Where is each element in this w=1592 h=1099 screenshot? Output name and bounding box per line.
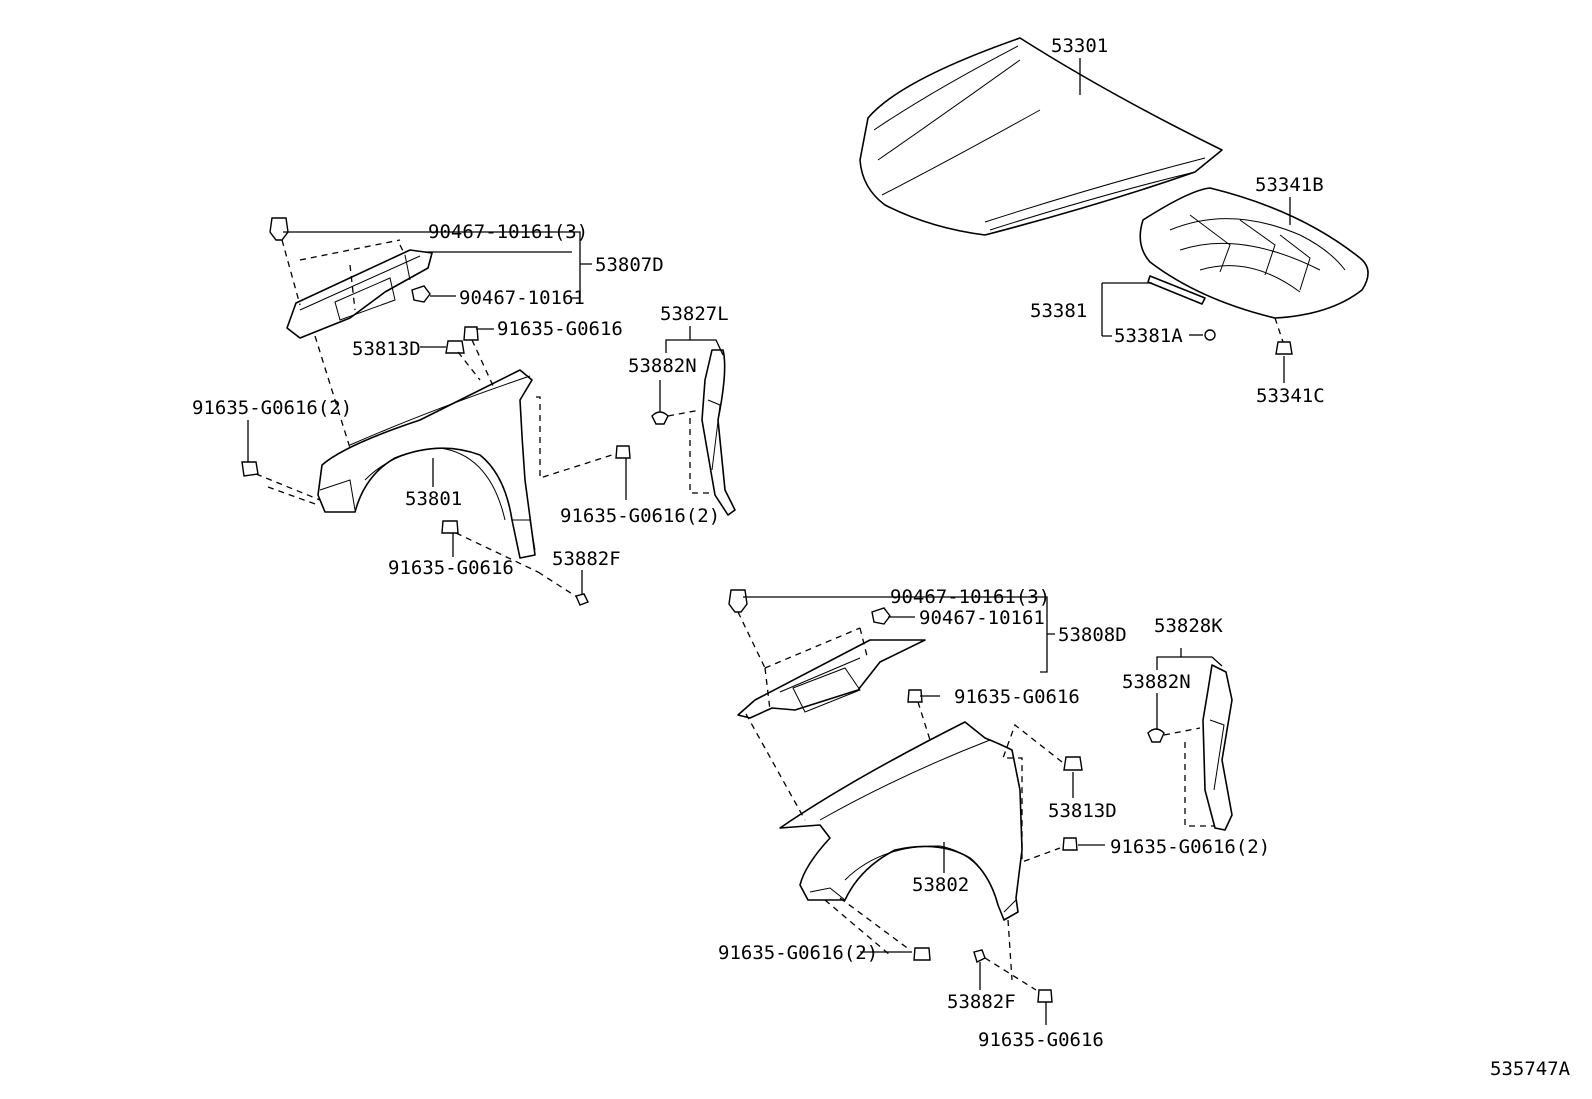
rh-clip-f-label: 53882F <box>947 991 1016 1013</box>
hood-seal-label: 53381 <box>1030 300 1087 322</box>
hood-seal-clip-icon[interactable] <box>1204 329 1216 341</box>
rh-clip-single-label: 90467-10161 <box>919 607 1045 629</box>
rh-bolt-bottom-icon[interactable] <box>1037 989 1053 1003</box>
rh-clip-f-icon[interactable] <box>973 949 986 963</box>
hood-seal-strip[interactable] <box>1147 275 1206 305</box>
rh-clip-n-label: 53882N <box>1122 671 1191 693</box>
rh-bolt-bottom-label: 91635-G0616 <box>978 1029 1104 1051</box>
lh-clip-n-icon[interactable] <box>651 411 669 425</box>
insulator-clip-icon[interactable] <box>1275 341 1293 355</box>
rh-clip-n-icon[interactable] <box>1147 728 1165 743</box>
lh-fender-liner-label: 53807D <box>595 254 664 276</box>
rh-fender-label: 53802 <box>912 874 969 896</box>
rh-fender-plug-label: 53813D <box>1048 800 1117 822</box>
rh-bolt-left-icon[interactable] <box>913 947 931 961</box>
lh-clip-single-label: 90467-10161 <box>459 287 585 309</box>
rh-fender[interactable] <box>779 721 1023 921</box>
lh-bolt-right-icon[interactable] <box>615 445 631 459</box>
lh-clip-n-label: 53882N <box>628 355 697 377</box>
lh-bolt-bottom-icon[interactable] <box>441 520 459 534</box>
rh-bolt-left-label: 91635-G0616(2) <box>718 942 878 964</box>
rh-clip-set-label: 90467-10161(3) <box>890 586 1050 608</box>
lh-bolt-right-label: 91635-G0616(2) <box>560 505 720 527</box>
rh-cowl-seal[interactable] <box>1202 664 1233 831</box>
lh-bolt-top-label: 91635-G0616 <box>497 318 623 340</box>
lh-fender-label: 53801 <box>405 488 462 510</box>
lh-cowl-seal[interactable] <box>701 349 736 516</box>
insulator-clip-label: 53341C <box>1256 385 1325 407</box>
rh-clip-set-icon[interactable] <box>728 589 748 613</box>
lh-fender[interactable] <box>317 369 536 559</box>
lh-cowl-seal-label: 53827L <box>660 303 729 325</box>
hood-insulator-label: 53341B <box>1255 174 1324 196</box>
lh-bolt-left-icon[interactable] <box>241 461 259 477</box>
lh-fender-plug-icon[interactable] <box>445 340 465 354</box>
rh-bolt-right-icon[interactable] <box>1062 837 1078 851</box>
hood-label: 53301 <box>1051 35 1108 57</box>
rh-bolt-top-label: 91635-G0616 <box>954 686 1080 708</box>
rh-cowl-seal-label: 53828K <box>1154 615 1223 637</box>
lh-bolt-left-label: 91635-G0616(2) <box>192 397 352 419</box>
lh-clip-set-icon[interactable] <box>269 217 289 241</box>
lh-clip-single-icon[interactable] <box>411 285 431 303</box>
rh-clip-single-icon[interactable] <box>871 607 891 625</box>
lh-fender-liner[interactable] <box>286 249 433 339</box>
lh-clip-set-label: 90467-10161(3) <box>428 221 588 243</box>
hood-panel[interactable] <box>859 37 1223 236</box>
hood-insulator[interactable] <box>1139 187 1369 319</box>
rh-fender-liner-label: 53808D <box>1058 624 1127 646</box>
lh-clip-f-label: 53882F <box>552 548 621 570</box>
rh-fender-liner[interactable] <box>737 639 926 719</box>
diagram-id-label: 535747A <box>1490 1058 1571 1080</box>
rh-bolt-top-icon[interactable] <box>907 689 923 703</box>
lh-clip-f-icon[interactable] <box>575 593 589 606</box>
lh-bolt-bottom-label: 91635-G0616 <box>388 557 514 579</box>
lh-bolt-top-icon[interactable] <box>463 326 479 341</box>
hood-seal-clip-label: 53381A <box>1114 325 1183 347</box>
rh-fender-plug-icon[interactable] <box>1063 756 1083 771</box>
lh-fender-plug-label: 53813D <box>352 338 421 360</box>
rh-bolt-right-label: 91635-G0616(2) <box>1110 836 1270 858</box>
